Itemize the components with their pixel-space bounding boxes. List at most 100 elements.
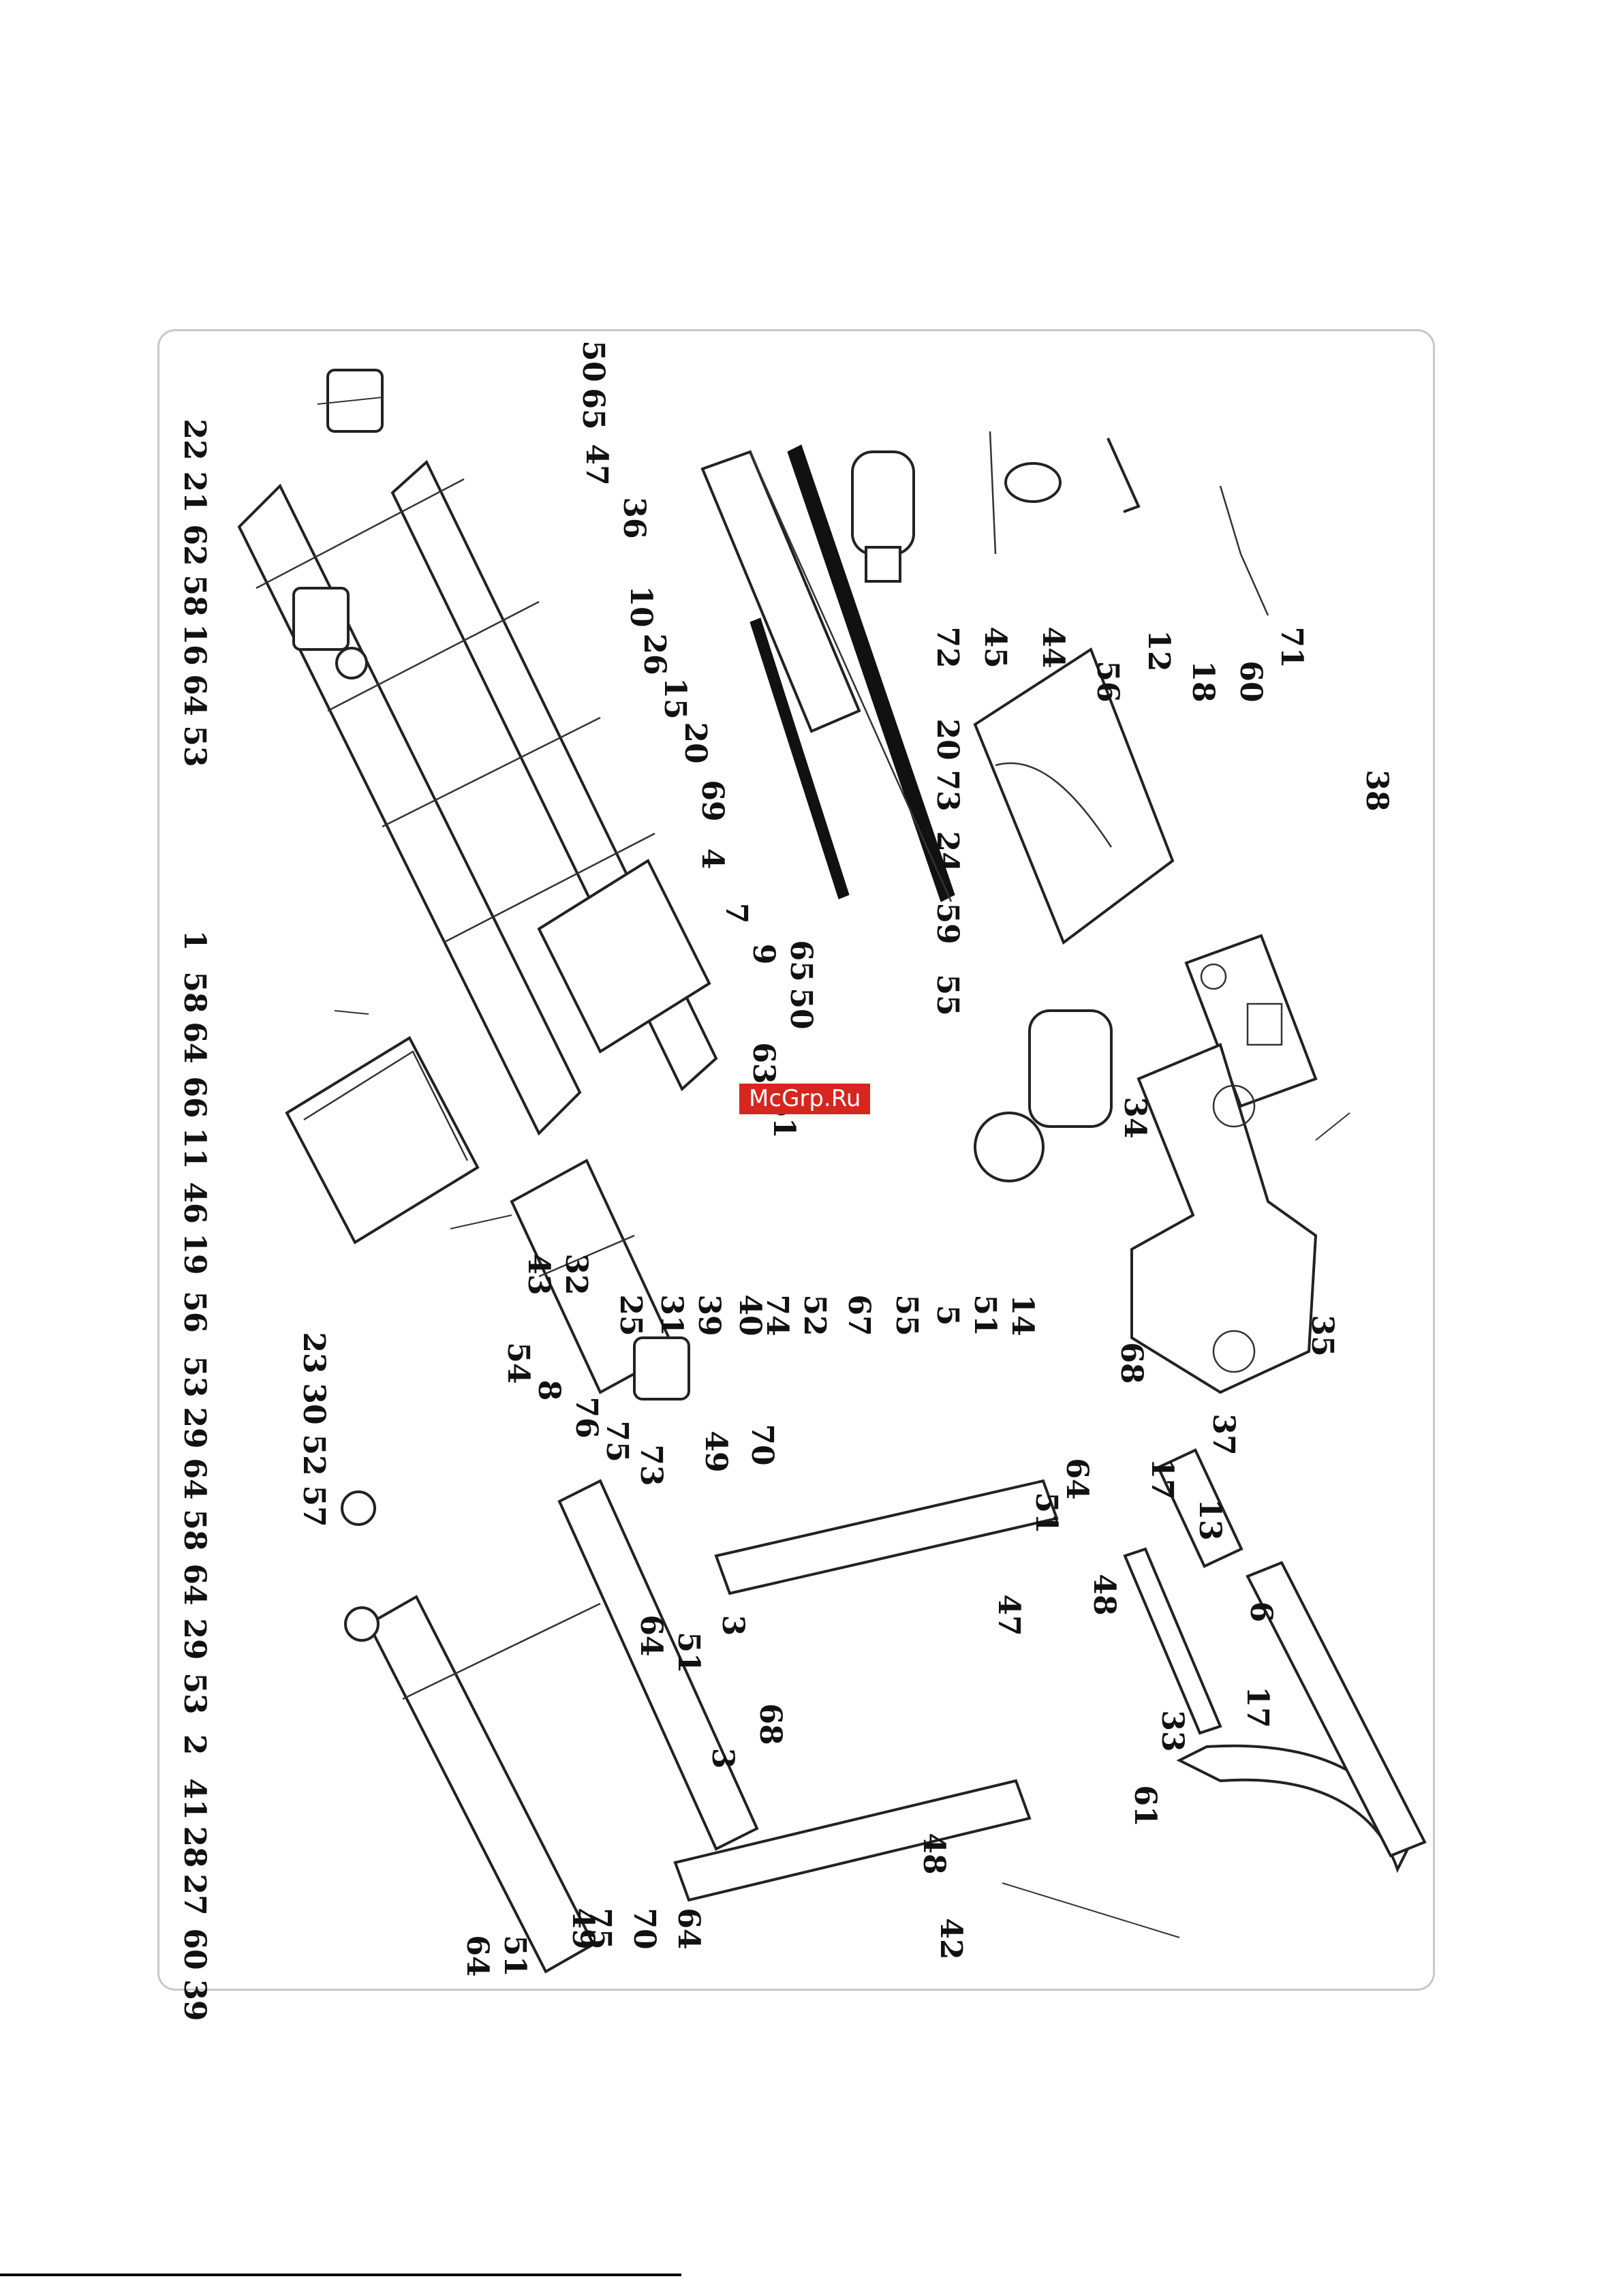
part-callout: 38 [1359, 769, 1394, 812]
part-callout: 50 [784, 988, 818, 1030]
part-callout: 63 [746, 1042, 781, 1084]
part-callout: 65 [576, 388, 610, 430]
part-callout: 67 [841, 1294, 876, 1336]
part-callout: 32 [559, 1253, 593, 1296]
part-callout: 54 [501, 1342, 536, 1384]
part-callout: 55 [889, 1294, 924, 1336]
running-deck-icon [700, 444, 955, 902]
part-callout: 39 [177, 1979, 212, 2021]
handrail-icon [1156, 1448, 1427, 1873]
part-callout: 75 [600, 1420, 634, 1463]
bottom-rule [0, 2274, 681, 2276]
part-callout: 52 [797, 1294, 832, 1336]
part-callout: 14 [1005, 1294, 1040, 1336]
part-callout: 20 [930, 718, 965, 761]
part-callout: 70 [745, 1424, 779, 1466]
part-callout: 36 [617, 497, 651, 539]
part-callout: 44 [1036, 626, 1070, 669]
part-callout: 68 [1114, 1342, 1149, 1384]
part-callout: 3 [705, 1747, 740, 1769]
part-callout: 5 [930, 1304, 965, 1326]
part-callout: 30 [296, 1383, 331, 1425]
motor-icon [974, 1009, 1113, 1182]
part-callout: 52 [296, 1434, 331, 1476]
part-callout: 42 [933, 1918, 968, 1960]
part-callout: 51 [1029, 1492, 1064, 1534]
part-callout: 64 [460, 1935, 495, 1977]
part-callout: 64 [177, 1458, 212, 1500]
part-callout: 9 [746, 943, 781, 965]
part-callout: 76 [569, 1396, 604, 1439]
part-callout: 75 [583, 1908, 617, 1950]
part-callout: 27 [177, 1873, 212, 1916]
part-callout: 39 [692, 1294, 726, 1336]
part-callout: 47 [579, 444, 614, 486]
part-callout: 62 [177, 524, 212, 566]
part-callout: 26 [637, 633, 672, 675]
part-callout: 58 [177, 1509, 212, 1551]
part-callout: 64 [671, 1908, 706, 1950]
part-callout: 64 [177, 1563, 212, 1606]
part-callout: 74 [760, 1294, 794, 1336]
part-callout: 12 [1141, 630, 1176, 672]
motor-cover-icon [973, 647, 1175, 945]
part-callout: 41 [177, 1778, 212, 1820]
part-callout: 18 [1186, 660, 1220, 703]
part-callout: 71 [1274, 626, 1309, 669]
part-callout: 50 [576, 340, 610, 382]
part-callout: 37 [1206, 1413, 1241, 1456]
part-callout: 11 [177, 1127, 212, 1169]
part-callout: 24 [930, 831, 965, 873]
part-callout: 58 [177, 971, 212, 1013]
diagram-frame [157, 329, 1435, 1991]
part-callout: 7 [719, 902, 754, 924]
part-callout: 53 [177, 1672, 212, 1715]
part-callout: 43 [521, 1253, 556, 1296]
part-callout: 17 [1145, 1458, 1179, 1500]
roller-icon [851, 450, 915, 583]
part-callout: 73 [634, 1444, 668, 1486]
base-frame-icon [367, 1479, 759, 1974]
part-callout: 29 [177, 1618, 212, 1660]
part-callout: 64 [177, 674, 212, 716]
part-callout: 48 [1087, 1574, 1122, 1616]
part-callout: 59 [930, 902, 965, 945]
part-callout: 58 [177, 575, 212, 617]
exploded-view-drawing [237, 369, 1427, 1974]
part-callout: 51 [671, 1632, 706, 1674]
part-callout: 6 [1243, 1601, 1278, 1623]
part-callout: 28 [177, 1826, 212, 1868]
part-callout: 64 [1060, 1458, 1094, 1500]
part-callout: 68 [753, 1703, 788, 1745]
part-callout: 49 [698, 1430, 733, 1473]
part-callout: 65 [784, 940, 818, 982]
part-callout: 64 [177, 1022, 212, 1064]
part-callout: 47 [991, 1594, 1026, 1636]
part-callout: 3 [715, 1614, 750, 1636]
part-callout: 8 [531, 1379, 566, 1401]
part-callout: 31 [654, 1294, 689, 1336]
part-callout: 69 [695, 780, 730, 822]
part-callout: 25 [613, 1294, 648, 1336]
part-callout: 10 [623, 585, 658, 628]
part-callout: 19 [177, 1233, 212, 1275]
part-callout: 2 [177, 1734, 212, 1756]
part-callout: 1 [177, 930, 212, 951]
upright-icon [673, 1479, 1059, 1902]
part-callout: 72 [930, 626, 965, 669]
part-callout: 20 [678, 722, 713, 764]
part-callout: 53 [177, 725, 212, 767]
part-callout: 53 [177, 1356, 212, 1398]
part-callout: 21 [177, 471, 212, 513]
hardware-icon [292, 369, 690, 1642]
part-callout: 73 [930, 769, 965, 812]
treadmill-frame-icon [237, 459, 718, 1136]
part-callout: 33 [1155, 1710, 1190, 1752]
part-callout: 64 [634, 1614, 668, 1657]
deck-cover-icon [285, 1036, 480, 1244]
part-callout: 34 [1117, 1097, 1152, 1139]
part-callout: 46 [177, 1182, 212, 1224]
console-base-icon [1130, 1043, 1318, 1394]
leader-lines [317, 397, 1350, 1938]
part-callout: 57 [296, 1485, 331, 1527]
